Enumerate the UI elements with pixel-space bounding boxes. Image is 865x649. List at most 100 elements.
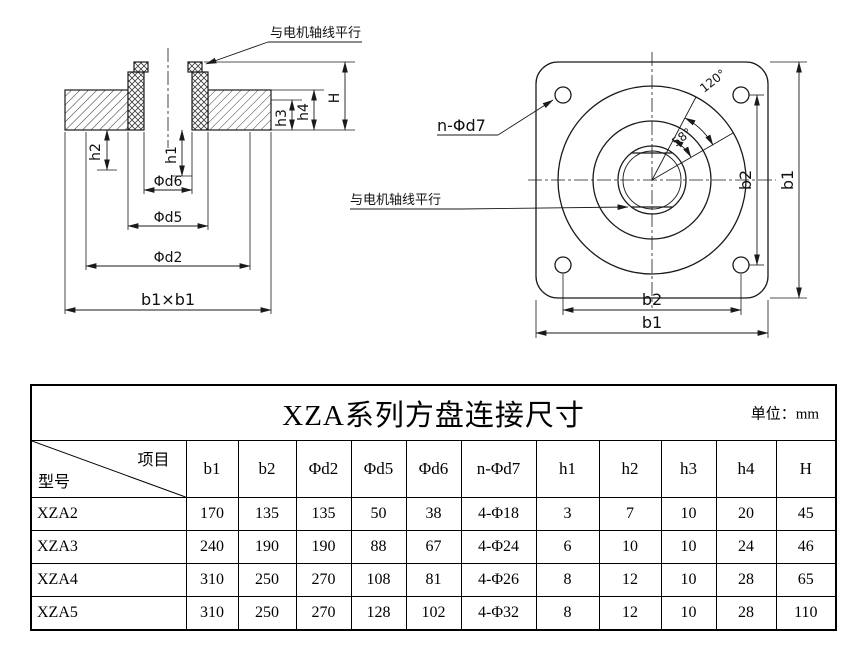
- table-row-xza3: XZA3 240 190 190 88 67 4-Φ24 6 10 10 24 …: [30, 530, 837, 564]
- model-cell: XZA4: [30, 563, 187, 597]
- value-cell: 10: [660, 530, 717, 564]
- dim-h4: h4: [271, 89, 324, 131]
- dim-d2: Φd2: [85, 132, 251, 270]
- table-row-xza2: XZA2 170 135 135 50 38 4-Φ18 3 7 10 20 4…: [30, 497, 837, 531]
- corner-label-item: 项目: [137, 452, 170, 469]
- value-cell: 135: [237, 497, 297, 531]
- angle-label-58: 58°: [669, 125, 694, 149]
- value-cell: 6: [535, 530, 600, 564]
- value-cell: 38: [405, 497, 462, 531]
- dim-label-d2: Φd2: [154, 250, 183, 266]
- dim-label-d5: Φd5: [154, 210, 183, 226]
- column-header-h3: h3: [660, 440, 717, 498]
- value-cell: 250: [237, 563, 297, 597]
- value-cell: 170: [185, 497, 239, 531]
- leader-parallel-right: 与电机轴线平行: [350, 193, 629, 210]
- dim-label-H: H: [327, 93, 343, 104]
- value-cell: 45: [775, 497, 837, 531]
- dim-h1: h1: [164, 129, 192, 177]
- dim-b2-horizontal: b2: [562, 274, 742, 315]
- dim-label-h2: h2: [88, 143, 104, 161]
- table-title: XZA系列方盘连接尺寸: [282, 400, 585, 432]
- value-cell: 65: [775, 563, 837, 597]
- column-header-d6: Φd6: [405, 440, 462, 498]
- dim-d6: Φd6: [143, 132, 193, 194]
- dim-b2-vertical: b2: [736, 94, 764, 266]
- value-cell: 7: [598, 497, 662, 531]
- value-cell: 10: [660, 596, 717, 631]
- dim-b1-vertical: b1: [770, 61, 807, 299]
- value-cell: 110: [775, 596, 837, 631]
- value-cell: 28: [715, 596, 777, 631]
- value-cell: 20: [715, 497, 777, 531]
- value-cell: 81: [405, 563, 462, 597]
- dim-b1-horizontal: b1: [535, 300, 769, 338]
- value-cell: 270: [295, 596, 352, 631]
- section-view: 与电机轴线平行 h2 h1 h3: [64, 26, 362, 314]
- angle-label-120: 120°: [697, 67, 728, 96]
- table-corner-cell: 项目 型号: [30, 440, 187, 498]
- model-cell: XZA2: [30, 497, 187, 531]
- value-cell: 50: [350, 497, 407, 531]
- value-cell: 108: [350, 563, 407, 597]
- column-header-h4: h4: [715, 440, 777, 498]
- model-cell: XZA3: [30, 530, 187, 564]
- table-header-row: 项目 型号 b1 b2 Φd2 Φd5 Φd6 n-Φd7 h1 h2 h3 h…: [30, 440, 837, 498]
- value-cell: 4-Φ26: [460, 563, 537, 597]
- corner-label-model: 型号: [38, 474, 71, 491]
- value-cell: 102: [405, 596, 462, 631]
- parallel-note-label: 与电机轴线平行: [350, 193, 441, 208]
- column-header-d5: Φd5: [350, 440, 407, 498]
- value-cell: 12: [598, 563, 662, 597]
- value-cell: 3: [535, 497, 600, 531]
- table-row-xza5: XZA5 310 250 270 128 102 4-Φ32 8 12 10 2…: [30, 596, 837, 631]
- value-cell: 270: [295, 563, 352, 597]
- holes-label: n-Φd7: [437, 116, 486, 135]
- value-cell: 24: [715, 530, 777, 564]
- value-cell: 88: [350, 530, 407, 564]
- value-cell: 10: [598, 530, 662, 564]
- dim-label-b1-h: b1: [642, 313, 662, 332]
- front-view: 120° 58° n-Φd7 与电机轴线平行 b2: [350, 52, 807, 338]
- dim-label-d6: Φd6: [154, 174, 183, 190]
- value-cell: 190: [237, 530, 297, 564]
- dimension-table: XZA系列方盘连接尺寸 单位：mm 项目 型号 b1 b2 Φd2 Φd5 Φd…: [30, 384, 838, 631]
- value-cell: 4-Φ18: [460, 497, 537, 531]
- table-title-cell: XZA系列方盘连接尺寸 单位：mm: [30, 384, 837, 441]
- parallel-note-label: 与电机轴线平行: [270, 26, 361, 41]
- table-row-xza4: XZA4 310 250 270 108 81 4-Φ26 8 12 10 28…: [30, 563, 837, 597]
- value-cell: 8: [535, 596, 600, 631]
- dim-label-b2-v: b2: [736, 170, 755, 190]
- value-cell: 67: [405, 530, 462, 564]
- dim-d5: Φd5: [127, 132, 209, 230]
- value-cell: 128: [350, 596, 407, 631]
- leader-parallel-left: 与电机轴线平行: [205, 26, 362, 65]
- flange-section-body: [64, 61, 272, 131]
- column-header-h2: h2: [598, 440, 662, 498]
- value-cell: 250: [237, 596, 297, 631]
- value-cell: 135: [295, 497, 352, 531]
- dim-h3: h3: [271, 99, 302, 131]
- value-cell: 310: [185, 596, 239, 631]
- column-header-d7: n-Φd7: [460, 440, 537, 498]
- dim-label-h4: h4: [296, 103, 312, 121]
- value-cell: 4-Φ24: [460, 530, 537, 564]
- value-cell: 8: [535, 563, 600, 597]
- column-header-H: H: [775, 440, 837, 498]
- diagonal-divider: [32, 441, 186, 497]
- value-cell: 310: [185, 563, 239, 597]
- value-cell: 10: [660, 563, 717, 597]
- dim-label-b2-h: b2: [642, 290, 662, 309]
- technical-drawing: 与电机轴线平行 h2 h1 h3: [64, 26, 807, 338]
- angle-references: 120° 58°: [651, 67, 734, 181]
- value-cell: 10: [660, 497, 717, 531]
- column-header-h1: h1: [535, 440, 600, 498]
- dim-b1xb1: b1×b1: [64, 132, 272, 314]
- value-cell: 28: [715, 563, 777, 597]
- table-unit-label: 单位：mm: [750, 406, 820, 423]
- dim-label-b1xb1: b1×b1: [141, 290, 195, 309]
- column-header-b2: b2: [237, 440, 297, 498]
- value-cell: 240: [185, 530, 239, 564]
- dim-H: H: [204, 61, 355, 131]
